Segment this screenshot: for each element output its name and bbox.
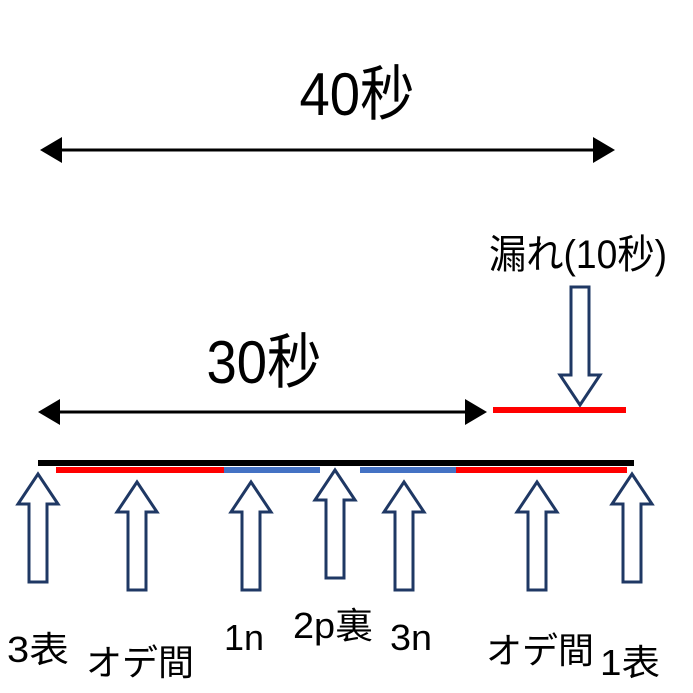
marker-arrow-ode-1	[115, 480, 159, 592]
marker-label-3-omote: 3表	[7, 629, 69, 670]
marker-arrow-1n	[229, 480, 273, 592]
mid-span-double-arrow	[38, 399, 487, 425]
marker-arrow-2p-ura	[313, 468, 357, 580]
marker-label-1-omote: 1表	[600, 642, 660, 683]
marker-arrow-ode-2	[515, 480, 559, 592]
top-span-double-arrow	[40, 137, 615, 163]
marker-label-3n: 3n	[390, 617, 432, 658]
marker-arrow-3n	[382, 480, 426, 592]
mid-span-label: 30秒	[207, 329, 322, 396]
marker-arrow-3-omote	[16, 472, 60, 584]
leak-label: 漏れ(10秒)	[489, 233, 667, 277]
marker-arrow-1-omote	[610, 472, 654, 584]
marker-label-2p-ura: 2p裏	[293, 605, 373, 646]
top-span-label: 40秒	[300, 61, 415, 128]
leak-down-arrow	[558, 285, 602, 407]
marker-label-ode-1: オデ間	[86, 642, 194, 683]
marker-label-ode-2: オデ間	[486, 630, 594, 671]
marker-label-1n: 1n	[224, 617, 264, 658]
